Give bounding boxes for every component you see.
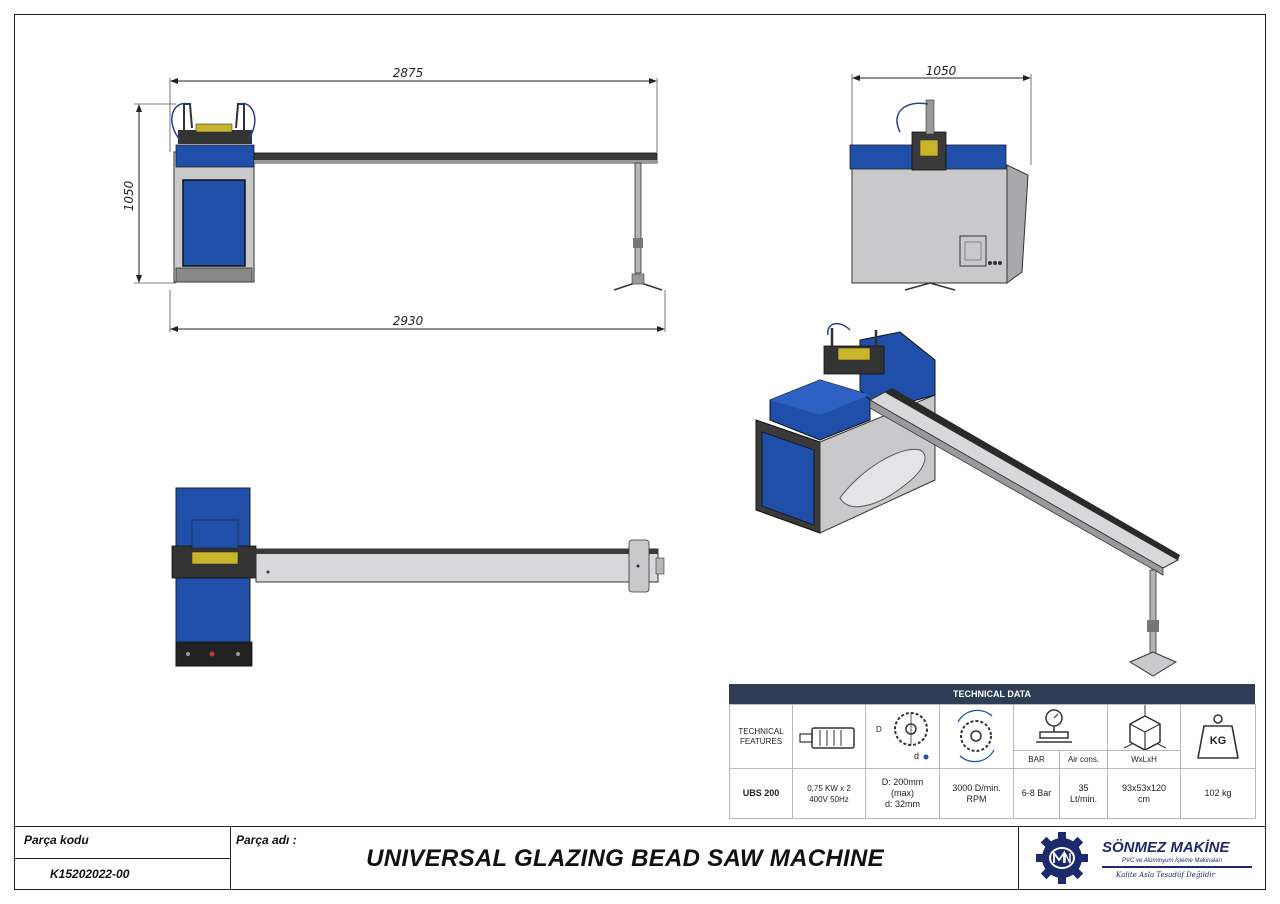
part-code-label: Parça kodu: [24, 833, 89, 847]
company-logo-cell: SÖNMEZ MAKİNE PVC ve Alüminyum İşleme Ma…: [1020, 827, 1264, 889]
top-view: [171, 487, 665, 667]
model-value: UBS 200: [729, 768, 793, 819]
motor-value-cell: 0,75 KW x 2 400V 50Hz: [792, 768, 866, 819]
air-value-cell: 35 Lt/min.: [1059, 768, 1108, 819]
brand-subtitle: PVC ve Alüminyum İşleme Makinaları: [1122, 858, 1223, 864]
isometric-view: [755, 323, 1180, 677]
bar-value: 6-8 Bar: [1013, 768, 1060, 819]
size-value-2: cm: [1138, 793, 1150, 804]
part-name-label: Parça adı :: [236, 833, 297, 847]
technical-data-header: TECHNICAL DATA: [729, 684, 1255, 704]
dim-1050-horizontal: 1050: [926, 64, 957, 78]
title-block: Parça kodu K15202022-00 Parça adı : UNIV…: [14, 826, 1266, 890]
weight-value: 102 kg: [1180, 768, 1256, 819]
part-name-cell: Parça adı : UNIVERSAL GLAZING BEAD SAW M…: [232, 827, 1019, 889]
features-label: TECHNICAL FEATURES: [738, 726, 784, 746]
brand-divider: [1102, 866, 1252, 868]
speed-icon-cell: [939, 704, 1014, 769]
dim-2930: 2930: [393, 314, 424, 328]
motor-icon-cell: [792, 704, 866, 769]
side-view: 1050: [849, 64, 1032, 291]
dim-2875: 2875: [393, 66, 424, 80]
part-code-value: K15202022-00: [50, 867, 130, 881]
technical-data-table: TECHNICAL DATA TECHNICAL FEATURES D d KG…: [729, 684, 1256, 820]
weight-icon-cell: KG: [1180, 704, 1256, 769]
air-value-1: 35: [1078, 782, 1089, 793]
part-name-title: UNIVERSAL GLAZING BEAD SAW MACHINE: [366, 845, 884, 872]
size-value-cell: 93x53x120 cm: [1107, 768, 1181, 819]
blade-value-2: (max): [891, 788, 914, 798]
air-value-2: Lt/min.: [1069, 793, 1097, 804]
motor-value-2: 400V 50Hz: [809, 794, 849, 804]
brand-name: SÖNMEZ MAKİNE: [1102, 839, 1230, 856]
bar-label: BAR: [1013, 750, 1060, 769]
blade-value-3: d: 32mm: [884, 799, 920, 809]
dim-1050-vertical: 1050: [122, 180, 136, 211]
part-code-cell: Parça kodu K15202022-00: [14, 827, 231, 889]
part-code-label-cell: Parça kodu: [14, 827, 230, 859]
blade-d-label: D: [876, 725, 882, 734]
size-value-1: 93x53x120: [1121, 782, 1167, 793]
features-label-cell: TECHNICAL FEATURES: [729, 704, 793, 769]
blade-value-1: D: 200mm: [881, 777, 924, 787]
wxlxh-label: WxLxH: [1107, 750, 1181, 769]
front-view: 2875 1050 2930: [122, 66, 666, 332]
motor-value-1: 0,75 KW x 2: [807, 783, 851, 793]
blade-d-small-label: d: [914, 751, 920, 761]
air-cons-label: Air cons.: [1059, 750, 1108, 769]
gear-logo-icon: [1036, 832, 1088, 884]
gauge-icon-cell: [1013, 704, 1108, 751]
kg-label: KG: [1209, 734, 1227, 747]
blade-value-cell: D: 200mm (max) d: 32mm: [865, 768, 940, 819]
dims-icon-cell: [1107, 704, 1181, 751]
blade-icon-cell: D d: [865, 704, 940, 769]
speed-value-cell: 3000 D/min. RPM: [939, 768, 1014, 819]
speed-value-2: RPM: [966, 793, 987, 804]
speed-value-1: 3000 D/min.: [952, 782, 1001, 793]
brand-slogan: Kalite Asla Tesadüf Değildir: [1116, 871, 1215, 879]
drawing-frame: [14, 14, 1266, 890]
